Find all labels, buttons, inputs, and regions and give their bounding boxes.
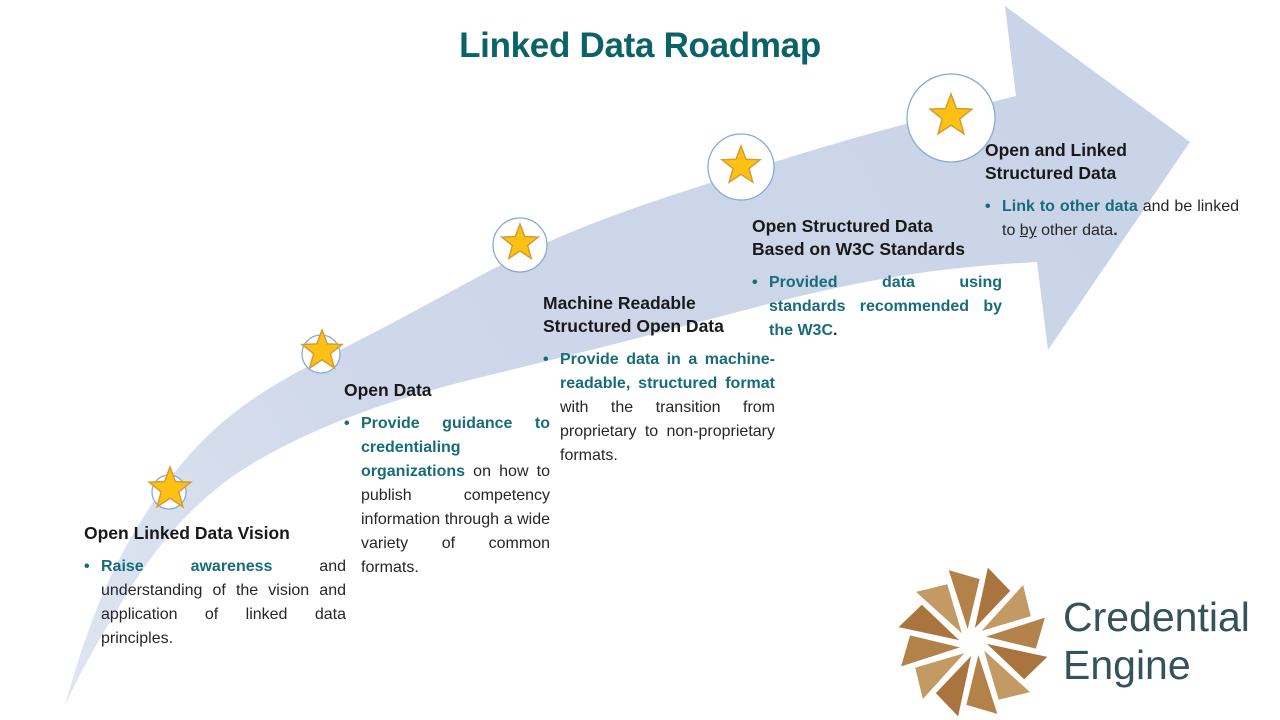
milestone-bullet: • Provided data using standards recommen… [752, 271, 1002, 343]
milestone-bullet-text: Raise awareness and understanding of the… [101, 555, 346, 651]
bullet-rest: on how to publish competency information… [361, 463, 550, 577]
bullet-dot: • [344, 415, 350, 433]
milestone-heading: Open Structured Data Based on W3C Standa… [752, 216, 965, 260]
bullet-highlight: Provide guidance to credentialing organi… [361, 415, 550, 481]
logo-blade [915, 653, 965, 699]
milestone-bullet-text: Provide guidance to credentialing organi… [361, 412, 550, 580]
milestone-star-1 [147, 464, 193, 509]
milestone-block-w3c-standards: Open Structured Data Based on W3C Standa… [752, 215, 1002, 343]
bullet-rest: and understanding of the vision and appl… [101, 558, 346, 648]
milestone-heading: Open and Linked Structured Data [985, 140, 1127, 184]
milestone-bullet: • Provide data in a machine-readable, st… [543, 348, 775, 468]
milestone-heading: Open Linked Data Vision [84, 523, 290, 543]
logo-blade [974, 567, 1011, 629]
bullet-dot: • [543, 351, 549, 369]
bullet-highlight: Raise awareness [101, 558, 273, 576]
credential-engine-logo-icon [898, 567, 1048, 717]
milestone-heading: Machine Readable Structured Open Data [543, 293, 724, 337]
milestone-block-machine-readable: Machine Readable Structured Open Data • … [543, 292, 775, 468]
milestone-heading: Open Data [344, 380, 432, 400]
bullet-dot: • [985, 198, 991, 216]
bullet-underlined: by [1019, 222, 1037, 240]
milestone-bullet: • Provide guidance to credentialing orga… [344, 412, 550, 580]
bullet-rest: with the transition from proprietary to … [560, 399, 775, 465]
milestone-star-5 [928, 91, 974, 136]
logo-blade [986, 617, 1045, 649]
logo-blade [901, 635, 960, 667]
logo-line-1: Credential [1063, 594, 1250, 640]
milestone-star-4 [719, 143, 763, 184]
logo-blade [981, 585, 1031, 631]
milestone-bullet-text: Link to other data and be linked to by o… [1002, 195, 1239, 243]
milestone-block-open-linked-data-vision: Open Linked Data Vision • Raise awarenes… [84, 522, 346, 651]
logo-blade [935, 655, 972, 717]
bullet-dot: • [752, 274, 758, 292]
bullet-highlight: Provide data in a machine-readable, stru… [560, 351, 775, 393]
logo-blade [898, 604, 960, 641]
logo-blade [916, 584, 962, 634]
logo-line-2: Engine [1063, 641, 1191, 688]
milestone-star-2 [299, 327, 345, 370]
page-title: Linked Data Roadmap [459, 26, 821, 65]
milestone-stars [147, 73, 996, 510]
bullet-dot: • [84, 558, 90, 576]
milestone-star-3 [499, 221, 541, 261]
logo-blade [948, 570, 980, 629]
milestone-block-open-data: Open Data • Provide guidance to credenti… [344, 379, 550, 580]
milestone-bullet: • Link to other data and be linked to by… [985, 195, 1239, 243]
logo-blade [966, 655, 998, 714]
bullet-highlight: Link to other data [1002, 198, 1138, 216]
logo-blade [984, 650, 1030, 700]
bullet-highlight: Provided data using standards recommende… [769, 274, 1002, 340]
milestone-bullet-text: Provided data using standards recommende… [769, 271, 1002, 343]
arrow-swoosh [65, 6, 1190, 706]
bullet-rest: and be linked to [1002, 198, 1239, 240]
milestone-bullet-text: Provide data in a machine-readable, stru… [560, 348, 775, 468]
bullet-rest-2: other data [1036, 222, 1114, 240]
logo-wordmark: Credential Engine [1063, 594, 1250, 689]
bullet-period: . [1113, 222, 1118, 240]
milestone-block-open-and-linked: Open and Linked Structured Data • Link t… [985, 139, 1239, 243]
bullet-period: . [833, 322, 838, 340]
milestone-bullet: • Raise awareness and understanding of t… [84, 555, 346, 651]
logo-blade [986, 643, 1048, 680]
